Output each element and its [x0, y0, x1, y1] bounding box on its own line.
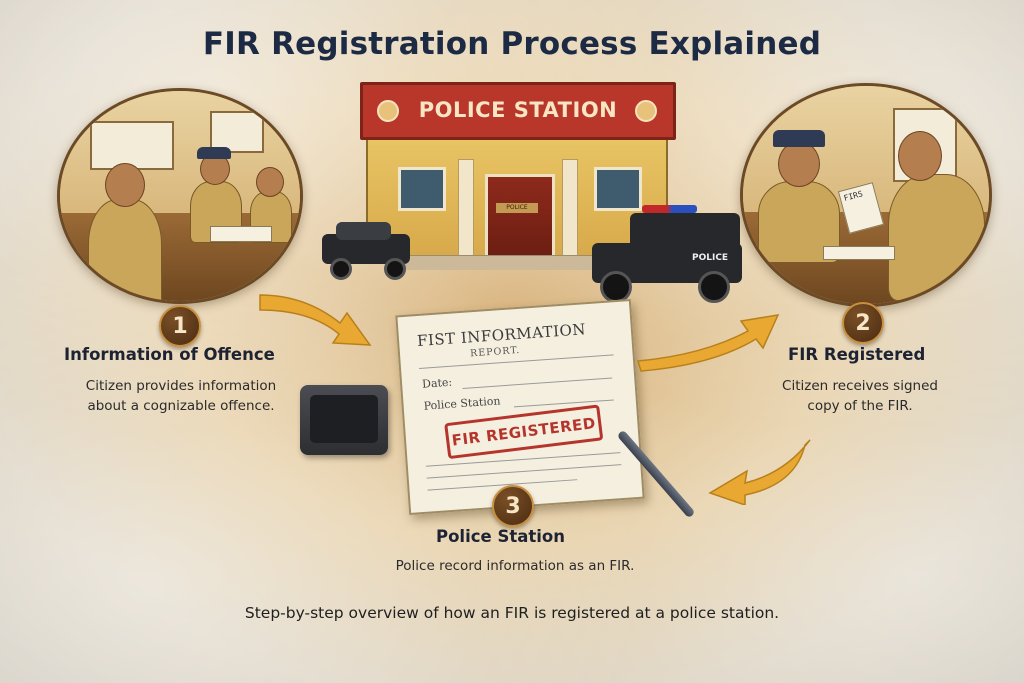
step-2-badge: 2	[842, 302, 884, 344]
arrow-3-to-2-icon	[637, 314, 780, 372]
step-2-title: FIR Registered	[788, 345, 926, 364]
arrow-1-to-3-icon	[259, 294, 372, 346]
station-sign-text: POLICE STATION	[418, 98, 618, 122]
step-1-desc-line: about a cognizable offence.	[87, 398, 275, 414]
step-3-desc-line: Police record information as an FIR.	[395, 558, 635, 574]
citizen-figure	[88, 199, 162, 301]
wheel	[384, 258, 406, 280]
police-station-building: POLICE POLICE STATION	[360, 82, 676, 265]
doc-line	[419, 354, 614, 369]
building-facade: POLICE	[366, 137, 668, 265]
clerk-head	[256, 167, 284, 197]
station-door	[485, 174, 555, 265]
step-1-illustration	[57, 88, 303, 304]
step-3-title: Police Station	[436, 527, 565, 546]
citizen-head	[898, 131, 942, 181]
window-left	[398, 167, 446, 211]
window-right	[594, 167, 642, 211]
doc-line	[462, 377, 613, 389]
step-2-description: Citizen receives signed copy of the FIR.	[745, 376, 975, 416]
station-steps	[390, 255, 640, 270]
wheel	[600, 271, 632, 303]
step-3-description: Police record information as an FIR.	[310, 556, 720, 576]
page-title: FIR Registration Process Explained	[202, 26, 822, 62]
emblem-icon	[377, 100, 399, 122]
station-sign-board: POLICE STATION	[360, 82, 676, 140]
step-1-badge: 1	[159, 305, 201, 347]
notice-board	[90, 121, 174, 170]
paper-on-desk	[210, 226, 272, 242]
jeep-police-text: POLICE	[692, 253, 729, 263]
doc-date-label: Date:	[421, 375, 453, 391]
step-2-illustration: FIRS	[740, 83, 992, 307]
car-cabin	[336, 222, 391, 240]
pillar-left	[458, 159, 474, 261]
pillar-right	[562, 159, 578, 261]
paper-on-desk	[823, 246, 895, 260]
fir-document: FIST INFORMATION REPORT. Date: Police St…	[395, 299, 645, 515]
step-1-description: Citizen provides information about a cog…	[66, 376, 296, 416]
step-1-title: Information of Offence	[64, 345, 275, 364]
wheel	[330, 258, 352, 280]
doc-station-label: Police Station	[423, 394, 501, 413]
wall-chart	[210, 111, 264, 153]
police-cap-icon	[197, 147, 231, 159]
police-cap-icon	[773, 130, 825, 147]
siren-lightbar-icon	[642, 205, 697, 213]
fir-registered-stamp: FIR REGISTERED	[444, 404, 604, 460]
doc-line	[426, 464, 622, 479]
wheel	[698, 271, 730, 303]
citizen-head	[105, 163, 145, 207]
stamp-pad	[310, 395, 378, 443]
door-sign: POLICE	[496, 203, 538, 213]
police-jeep: POLICE	[592, 205, 744, 305]
citizen-figure	[888, 174, 985, 301]
officer-head	[778, 141, 820, 187]
emblem-icon	[635, 100, 657, 122]
footer-caption: Step-by-step overview of how an FIR is r…	[244, 604, 780, 622]
step-2-desc-line: Citizen receives signed	[782, 378, 938, 394]
police-car	[322, 222, 412, 280]
step-2-desc-line: copy of the FIR.	[807, 398, 913, 414]
step-3-badge: 3	[492, 485, 534, 527]
arrow-2-to-3-icon	[708, 439, 811, 505]
doc-subheading: REPORT.	[469, 344, 521, 360]
step-1-desc-line: Citizen provides information	[85, 378, 277, 394]
